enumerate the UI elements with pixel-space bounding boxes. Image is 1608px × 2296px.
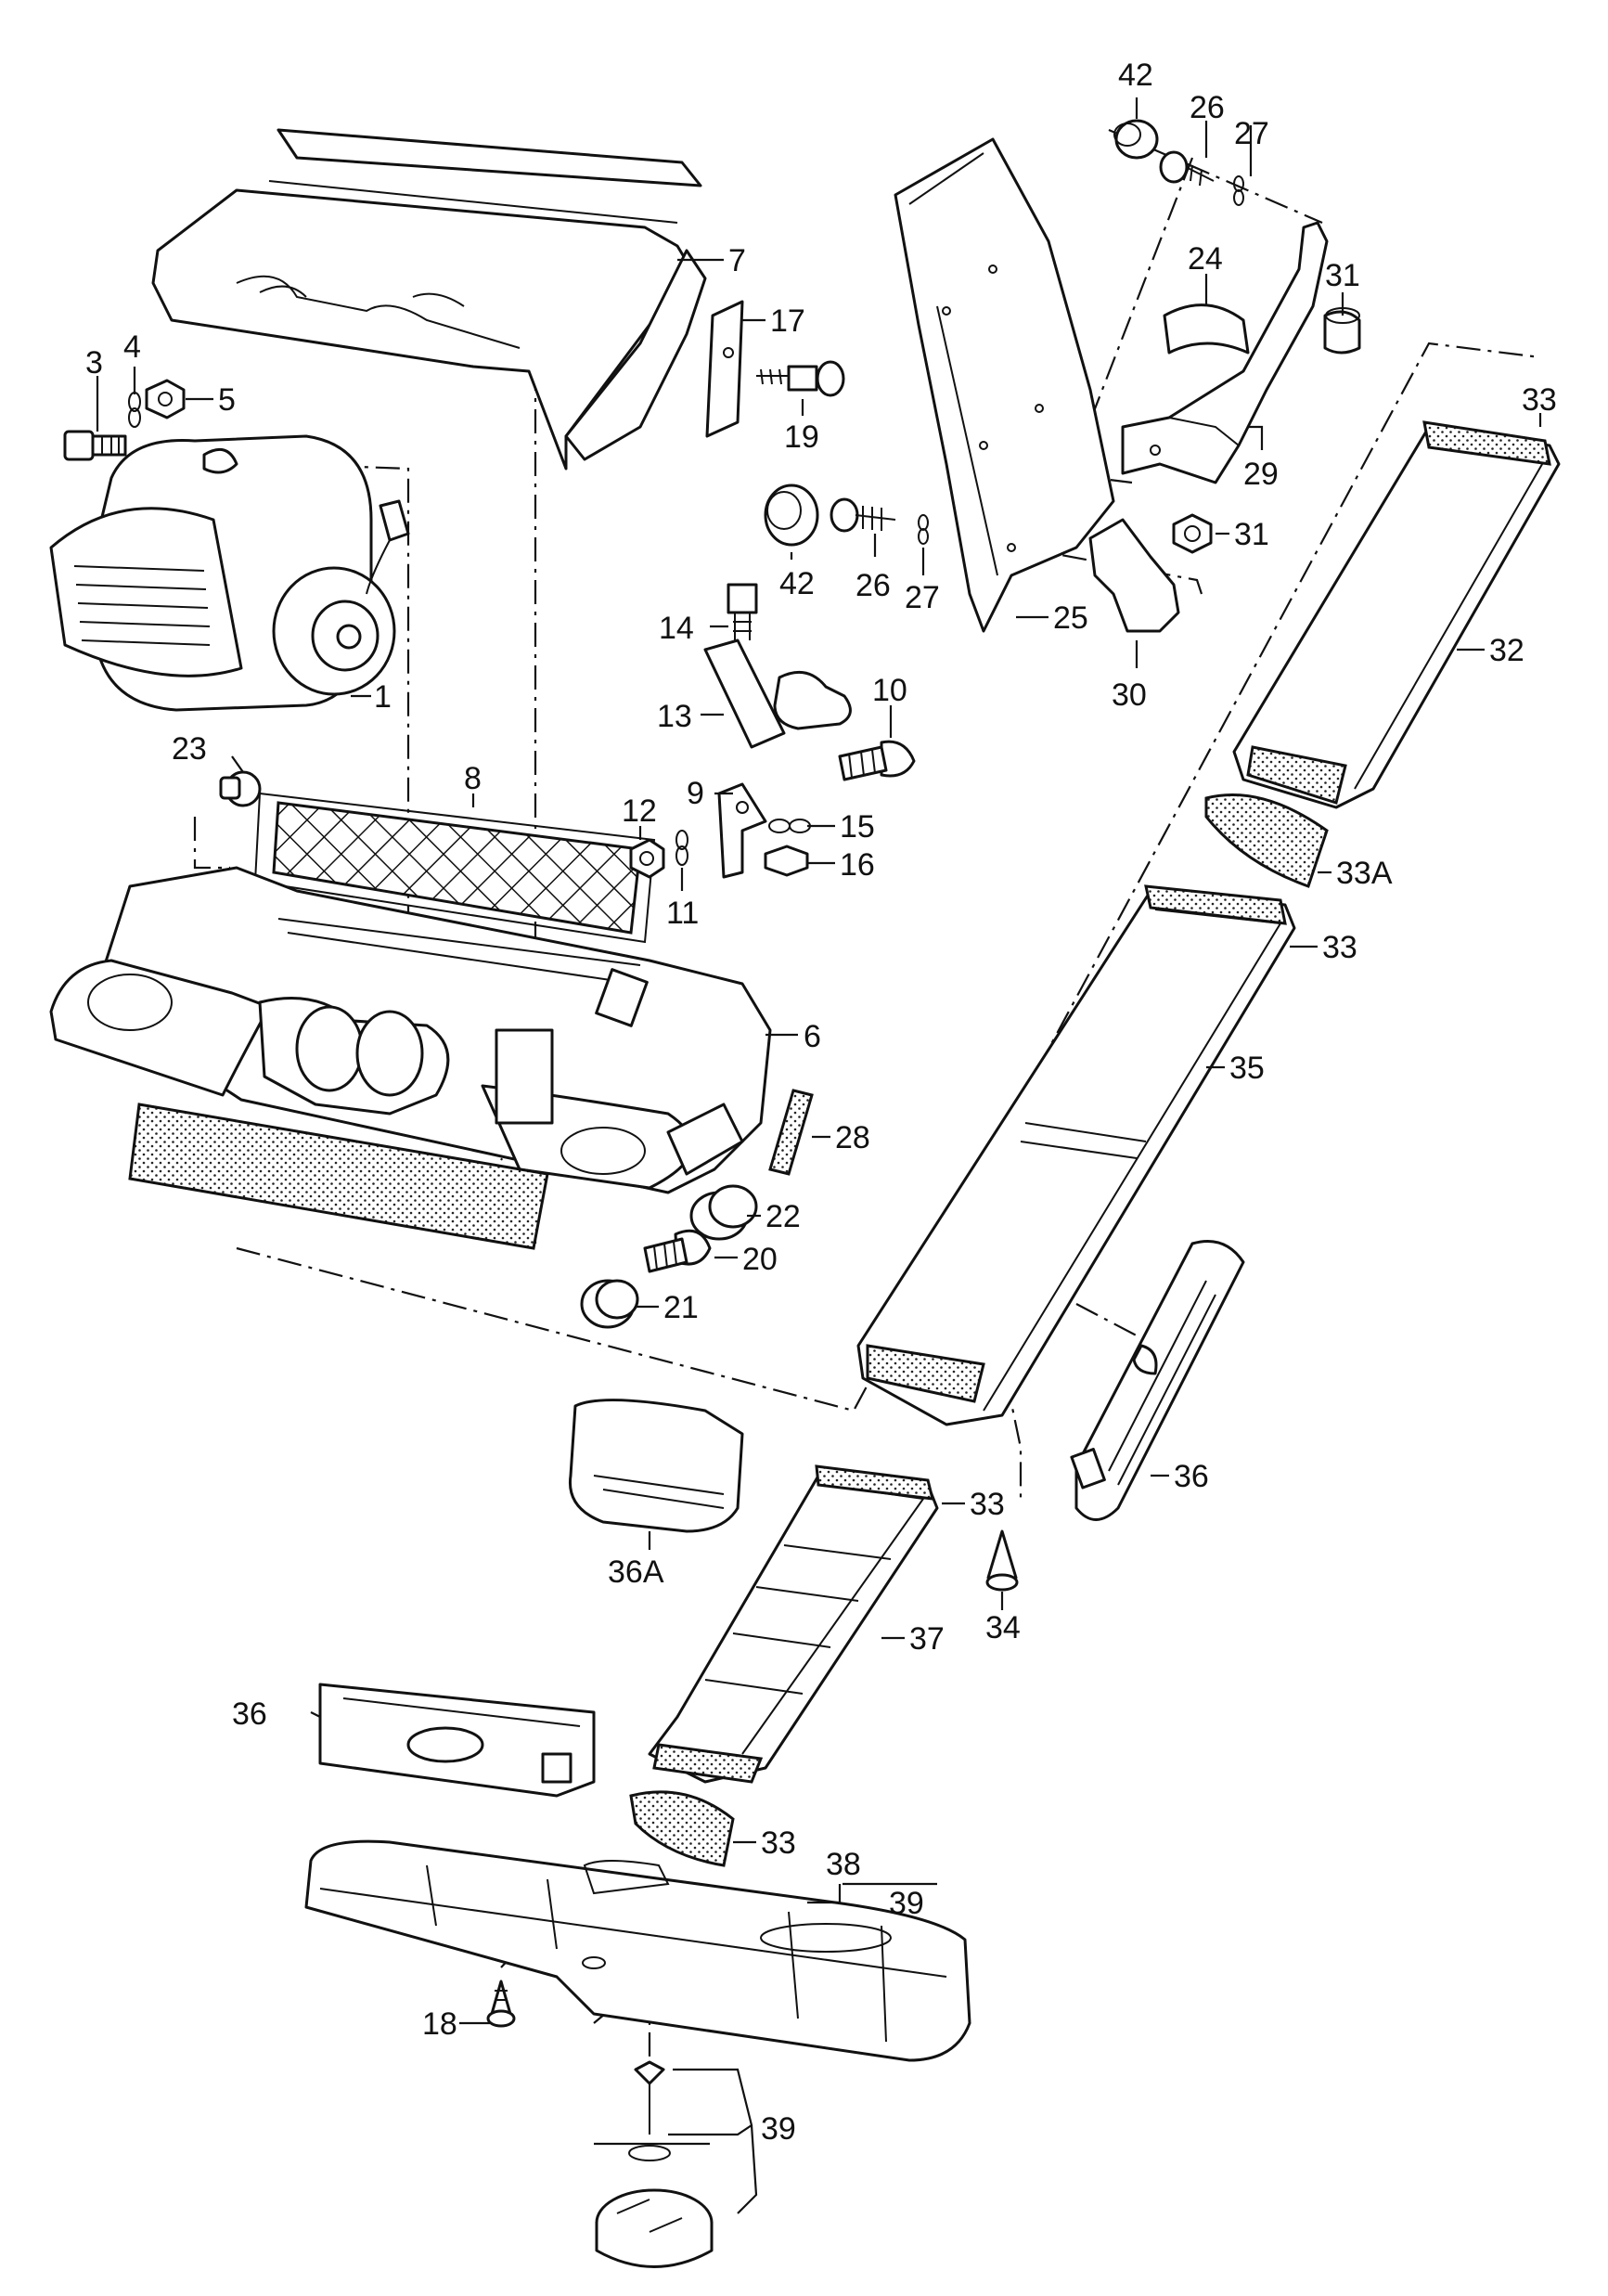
callout-31-lower: 31 — [1234, 517, 1269, 552]
clip-23 — [219, 770, 262, 807]
callout-16: 16 — [840, 847, 875, 883]
callout-33-bottom: 33 — [761, 1825, 796, 1861]
vent-36-left — [318, 1683, 596, 1798]
washer-15 — [768, 819, 811, 833]
callout-36A: 36A — [608, 1554, 664, 1590]
top-plenum-cover — [151, 128, 707, 471]
callout-36-right: 36 — [1174, 1459, 1209, 1494]
callout-42-upper: 42 — [1118, 58, 1153, 93]
washer-4 — [128, 392, 141, 428]
callout-20: 20 — [742, 1242, 778, 1277]
bracket-9 — [717, 782, 767, 879]
nut-31-lower — [1172, 513, 1213, 554]
bolt-14 — [727, 583, 758, 640]
callout-12: 12 — [622, 793, 657, 829]
callout-38: 38 — [826, 1847, 861, 1882]
callout-17: 17 — [770, 303, 805, 339]
foam-seal-33-lower — [629, 1790, 735, 1867]
callout-8: 8 — [464, 761, 482, 796]
callout-36-left: 36 — [232, 1696, 267, 1732]
duct-32 — [1232, 420, 1561, 809]
callout-9: 9 — [687, 776, 704, 811]
leader-lines — [96, 97, 1542, 2214]
resistor-13 — [703, 638, 852, 749]
callout-23: 23 — [172, 731, 207, 767]
bracket-17 — [705, 300, 744, 438]
callout-33-mid: 33 — [1322, 930, 1357, 965]
vent-36-right — [1070, 1240, 1245, 1521]
bolt-3 — [63, 430, 127, 461]
callout-31-upper: 31 — [1325, 258, 1360, 293]
callout-18: 18 — [422, 2006, 457, 2042]
clamp-24 — [1163, 303, 1250, 355]
callout-39-upper: 39 — [889, 1886, 924, 1921]
pillar-panel-25 — [894, 137, 1115, 633]
callout-33-lowduct: 33 — [970, 1487, 1005, 1522]
callout-labels: 1 3 4 5 6 7 8 9 10 11 12 13 14 15 16 17 … — [85, 58, 1557, 2147]
callout-25: 25 — [1053, 600, 1088, 636]
callout-30: 30 — [1112, 677, 1147, 713]
duct-37 — [648, 1464, 939, 1784]
nut-31-upper — [1323, 307, 1361, 355]
washer-11 — [675, 830, 688, 866]
callout-6: 6 — [804, 1019, 821, 1054]
callout-11: 11 — [666, 896, 699, 931]
bracket-30 — [1088, 518, 1180, 633]
bolt-26-lower — [830, 497, 896, 533]
callout-19: 19 — [784, 419, 819, 455]
callout-27-lower: 27 — [905, 580, 940, 615]
callout-29: 29 — [1243, 457, 1279, 492]
callout-33A: 33A — [1336, 856, 1393, 891]
nut-5 — [145, 379, 186, 419]
callout-10: 10 — [872, 673, 907, 708]
callout-3: 3 — [85, 345, 103, 381]
plug-22 — [689, 1184, 758, 1241]
mesh-filter-8 — [253, 792, 656, 944]
callout-39-lower: 39 — [761, 2111, 796, 2147]
callout-37: 37 — [909, 1621, 945, 1657]
washer-27-lower — [918, 514, 929, 545]
grommet-42-upper — [1113, 119, 1159, 160]
callout-21: 21 — [663, 1290, 699, 1325]
callout-24: 24 — [1188, 241, 1223, 277]
dash-trim-38 — [304, 1839, 971, 2062]
knob-39 — [595, 2060, 714, 2268]
callout-28: 28 — [835, 1120, 870, 1155]
blower-motor — [49, 434, 410, 712]
nut-16 — [764, 845, 809, 877]
callout-4: 4 — [123, 329, 141, 365]
callout-15: 15 — [840, 809, 875, 845]
callout-26-upper: 26 — [1190, 90, 1225, 125]
callout-14: 14 — [659, 611, 694, 646]
callout-13: 13 — [657, 699, 692, 734]
grommet-42-lower — [764, 484, 819, 547]
bolt-20 — [643, 1229, 712, 1273]
washer-27-upper — [1233, 175, 1244, 206]
plug-21 — [580, 1279, 639, 1329]
bolt-26-upper — [1159, 150, 1215, 187]
callout-22: 22 — [765, 1199, 801, 1234]
bracket-29 — [1121, 221, 1329, 484]
screw-34 — [985, 1529, 1019, 1592]
callout-5: 5 — [218, 382, 236, 418]
callout-32: 32 — [1489, 633, 1524, 668]
bolt-10 — [838, 740, 916, 781]
callout-26-lower: 26 — [855, 568, 891, 603]
callout-35: 35 — [1229, 1051, 1265, 1086]
duct-35 — [856, 884, 1296, 1426]
callout-7: 7 — [728, 243, 746, 278]
vent-36A — [568, 1399, 744, 1533]
nut-12 — [629, 838, 665, 879]
foam-seal-33A — [1204, 793, 1329, 888]
screw-19 — [756, 360, 845, 397]
heater-housing — [49, 866, 772, 1250]
screw-18 — [486, 1980, 516, 2028]
callout-27-upper: 27 — [1234, 116, 1269, 151]
callout-1: 1 — [374, 679, 392, 715]
callout-34: 34 — [985, 1610, 1021, 1645]
callout-42-lower: 42 — [779, 566, 815, 601]
callout-33-top: 33 — [1522, 382, 1557, 418]
seal-28 — [768, 1089, 814, 1176]
